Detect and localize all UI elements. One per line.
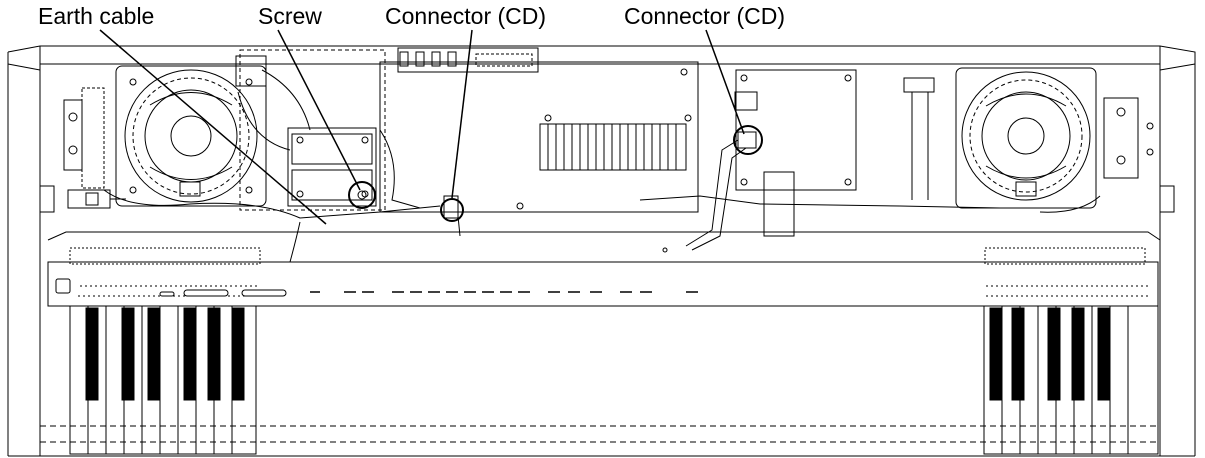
left-bracket bbox=[64, 88, 104, 188]
screw-label: Screw bbox=[258, 3, 322, 29]
right-speaker bbox=[956, 68, 1096, 208]
right-bracket bbox=[1104, 98, 1153, 178]
main-board bbox=[380, 48, 698, 221]
connector-cd-left-leader bbox=[452, 30, 472, 198]
control-panel bbox=[48, 232, 1160, 306]
screw-leader bbox=[278, 30, 360, 190]
cabinet bbox=[8, 46, 1195, 456]
ribbon-cables bbox=[686, 92, 928, 250]
earth-cable-leader bbox=[100, 30, 326, 224]
connector-cd-right-leader bbox=[706, 30, 744, 134]
cd-board bbox=[734, 70, 934, 190]
right-key-section bbox=[984, 306, 1158, 454]
left-speaker bbox=[116, 66, 266, 206]
power-board bbox=[236, 50, 385, 210]
wire-harness bbox=[104, 70, 1100, 262]
bottom-rail bbox=[40, 426, 1160, 442]
left-key-section bbox=[70, 306, 256, 454]
leader-lines bbox=[100, 30, 744, 224]
connector-cd-left-label: Connector (CD) bbox=[385, 3, 547, 29]
connector-cd-right-label: Connector (CD) bbox=[624, 3, 786, 29]
fuse-holder bbox=[68, 190, 126, 208]
earth-cable-label: Earth cable bbox=[38, 3, 155, 29]
